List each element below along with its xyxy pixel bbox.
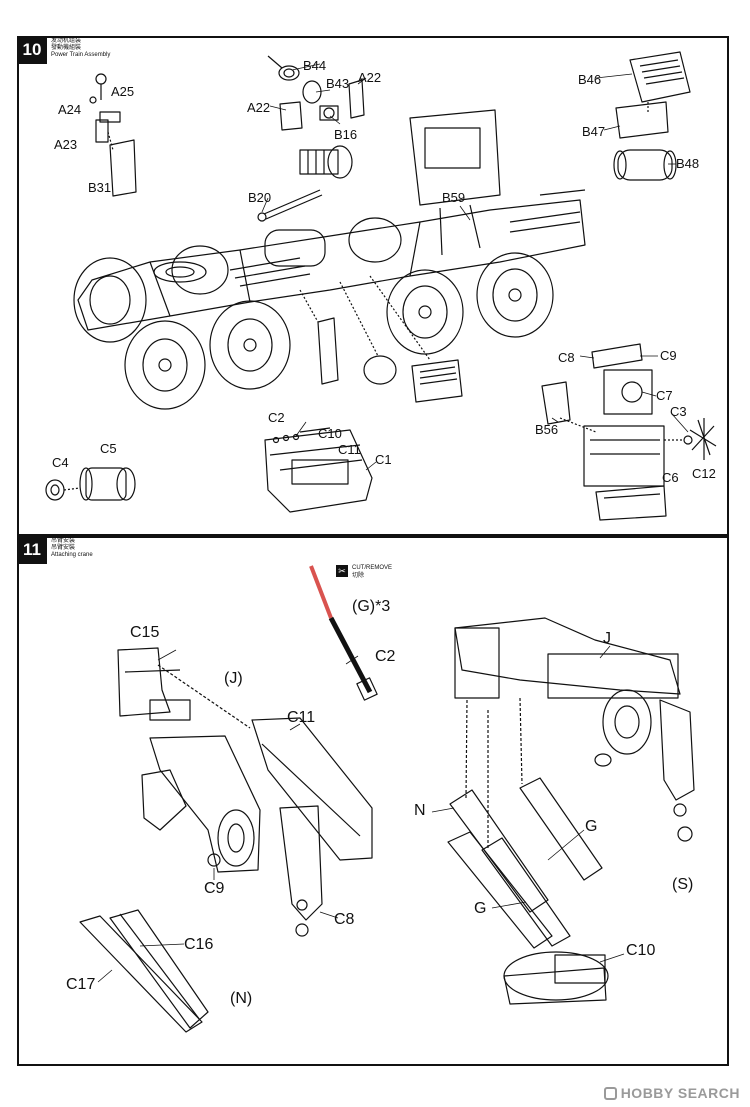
n-part-drawing	[79, 909, 209, 1033]
label-c3: C3	[670, 404, 687, 419]
label-b31: B31	[88, 180, 112, 195]
label-j: J	[603, 630, 611, 647]
label-c5: C5	[100, 441, 117, 456]
step-title-cn-2: 發動機組裝	[51, 45, 82, 51]
label-c8: C8	[334, 911, 355, 928]
label-c17: C17	[66, 976, 96, 993]
label-n: N	[414, 802, 426, 819]
label-a22-right: A22	[358, 70, 382, 85]
label-g-upper: G	[585, 818, 598, 835]
engine-assembly-drawing	[541, 343, 717, 521]
label-j-group: (J)	[224, 670, 243, 687]
label-c1: C1	[375, 452, 392, 467]
label-b56: B56	[535, 422, 559, 437]
label-b20: B20	[248, 190, 272, 205]
s-crane-drawing	[447, 617, 695, 1005]
label-c7: C7	[656, 388, 673, 403]
step-title: 发动机组装 發動機組裝 Power Train Assembly	[51, 38, 110, 59]
label-b46: B46	[578, 72, 602, 87]
label-g-count: (G)*3	[352, 598, 391, 615]
label-c10: C10	[626, 942, 656, 959]
label-a22-left: A22	[247, 100, 271, 115]
label-a24: A24	[58, 102, 82, 117]
label-a25: A25	[111, 84, 135, 99]
cut-remove-en: CUT/REMOVE	[352, 565, 393, 571]
step-title-en: Attaching crane	[51, 552, 93, 558]
label-b16: B16	[334, 127, 358, 142]
chassis-subparts-drawing	[299, 275, 463, 403]
label-c15: C15	[130, 624, 160, 641]
truck-wheels-drawing	[73, 217, 554, 410]
step-number: 11	[17, 536, 47, 564]
cut-remove-cn: 切除	[352, 573, 365, 579]
starter-motor-drawing	[45, 467, 136, 501]
label-c2: C2	[268, 410, 285, 425]
driveshaft-drawing	[257, 145, 353, 222]
step-10-panel: 10 发动机组装 發動機組裝 Power Train Assembly	[17, 36, 729, 536]
step-title: 吊臂安装 吊臂安裝 Attaching crane	[51, 538, 93, 559]
label-c6: C6	[662, 470, 679, 485]
label-b47: B47	[582, 124, 606, 139]
label-b48: B48	[676, 156, 700, 171]
step-title-en: Power Train Assembly	[51, 52, 111, 58]
watermark-text: HOBBY SEARCH	[620, 1085, 740, 1101]
step-title-cn-1: 吊臂安装	[51, 538, 76, 544]
label-a23: A23	[54, 137, 78, 152]
engine-frame-drawing	[264, 427, 373, 513]
label-g-lower: G	[474, 900, 487, 917]
label-c10: C10	[318, 426, 342, 441]
label-c4: C4	[52, 455, 69, 470]
label-c12: C12	[692, 466, 716, 481]
cut-remove-note: CUT/REMOVE 切除	[352, 564, 392, 580]
label-b59: B59	[442, 190, 466, 205]
label-c11: C11	[287, 709, 316, 726]
truck-chassis-drawing	[77, 109, 586, 331]
label-n-group: (N)	[230, 990, 253, 1007]
label-c9: C9	[660, 348, 677, 363]
hub-assembly-drawing	[267, 55, 365, 131]
label-c9: C9	[204, 880, 225, 897]
mirror-assembly-drawing	[89, 73, 137, 197]
part-g-drawing	[309, 565, 378, 701]
scissors-icon: ✂	[336, 565, 348, 577]
radiator-assembly-drawing	[613, 51, 691, 181]
label-c2: C2	[375, 648, 396, 665]
label-c16: C16	[184, 936, 214, 953]
label-c8: C8	[558, 350, 575, 365]
step-11-panel: 11 吊臂安装 吊臂安裝 Attaching crane	[17, 536, 729, 1066]
hobby-search-logo-icon	[603, 1087, 617, 1100]
label-b44: B44	[303, 58, 327, 73]
step-title-cn-2: 吊臂安裝	[51, 545, 76, 551]
label-c11: C11	[338, 442, 361, 457]
step-title-cn-1: 发动机组装	[51, 38, 82, 44]
label-b43: B43	[326, 76, 350, 91]
watermark: HOBBY SEARCH	[603, 1085, 740, 1101]
label-s-group: (S)	[672, 876, 694, 893]
j-crane-drawing	[117, 647, 373, 937]
step-number: 10	[17, 36, 47, 64]
